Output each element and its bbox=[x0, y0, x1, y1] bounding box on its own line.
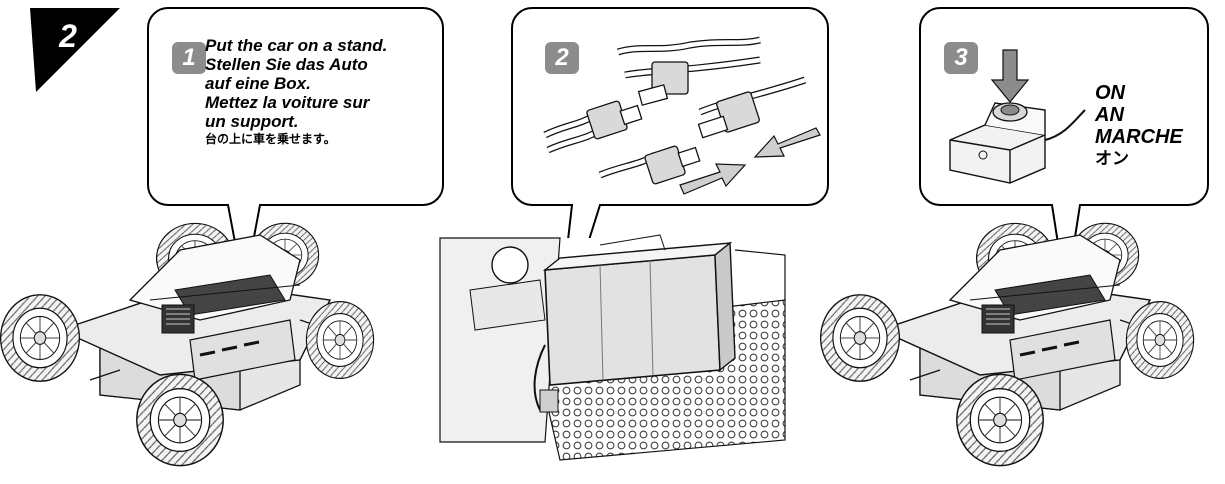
instruction-line: Stellen Sie das Auto bbox=[205, 55, 445, 74]
panel1-badge: 1 bbox=[172, 42, 206, 74]
instruction-line: Mettez la voiture sur bbox=[205, 93, 445, 112]
instruction-japanese: 台の上に車を乗せます。 bbox=[205, 132, 445, 147]
step-number: 2 bbox=[48, 18, 88, 55]
panel1-instructions: Put the car on a stand. Stellen Sie das … bbox=[205, 36, 445, 147]
on-label-japanese: オン bbox=[1095, 148, 1215, 170]
instruction-line: Put the car on a stand. bbox=[205, 36, 445, 55]
battery-detail bbox=[440, 235, 785, 460]
panel2-badge: 2 bbox=[545, 42, 579, 74]
on-label-line: MARCHE bbox=[1095, 126, 1215, 148]
panel3-on-labels: ON AN MARCHE オン bbox=[1095, 82, 1215, 170]
on-label-line: ON bbox=[1095, 82, 1215, 104]
panel3-badge: 3 bbox=[944, 42, 978, 74]
instruction-line: un support. bbox=[205, 112, 445, 131]
on-label-line: AN bbox=[1095, 104, 1215, 126]
instruction-line: auf eine Box. bbox=[205, 74, 445, 93]
